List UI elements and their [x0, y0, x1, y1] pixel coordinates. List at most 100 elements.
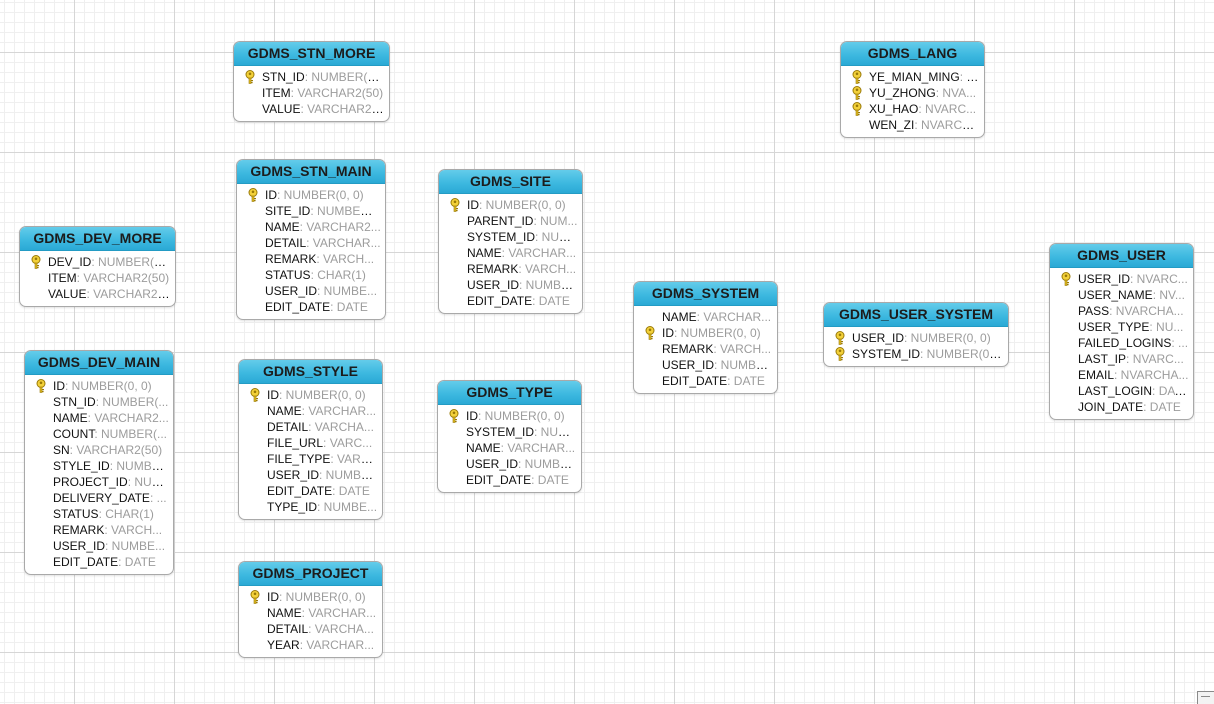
field-row[interactable]: STN_ID: NUMBER(0,...: [234, 69, 385, 85]
table-gdms-dev-main[interactable]: GDMS_DEV_MAIN ID: NUMBER(0, 0)STN_ID: NU…: [24, 350, 174, 575]
field-row[interactable]: PARENT_ID: NUM...: [439, 213, 578, 229]
field-row[interactable]: YE_MIAN_MING: N...: [841, 69, 980, 85]
field-row[interactable]: ID: NUMBER(0, 0): [239, 589, 378, 605]
field-row[interactable]: SN: VARCHAR2(50): [25, 442, 169, 458]
field-row[interactable]: VALUE: VARCHAR2(...: [20, 286, 171, 302]
field-row[interactable]: EDIT_DATE: DATE: [438, 472, 577, 488]
field-type: : NUMBER(...: [94, 427, 168, 441]
table-gdms-site[interactable]: GDMS_SITE ID: NUMBER(0, 0)PARENT_ID: NUM…: [438, 169, 583, 314]
field-row[interactable]: SITE_ID: NUMBER(...: [237, 203, 381, 219]
field-row[interactable]: NAME: VARCHAR...: [239, 403, 378, 419]
field-row[interactable]: USER_TYPE: NU...: [1050, 319, 1189, 335]
field-type: : NUMBE...: [317, 284, 378, 298]
table-gdms-stn-more[interactable]: GDMS_STN_MORE STN_ID: NUMBER(0,...ITEM: …: [233, 41, 390, 122]
field-row[interactable]: YU_ZHONG: NVA...: [841, 85, 980, 101]
field-row[interactable]: NAME: VARCHAR2...: [25, 410, 169, 426]
navigator-toggle[interactable]: [1197, 691, 1214, 704]
field-row[interactable]: ITEM: VARCHAR2(50): [234, 85, 385, 101]
field-row[interactable]: ITEM: VARCHAR2(50): [20, 270, 171, 286]
field-name: SYSTEM_ID: [466, 425, 535, 439]
field-row[interactable]: ID: NUMBER(0, 0): [634, 325, 773, 341]
field-row[interactable]: ID: NUMBER(0, 0): [438, 408, 577, 424]
field-row[interactable]: USER_ID: NVARC...: [1050, 271, 1189, 287]
field-row[interactable]: USER_ID: NUMBE...: [239, 467, 378, 483]
field-row[interactable]: PASS: NVARCHA...: [1050, 303, 1189, 319]
field-row[interactable]: FILE_TYPE: VARC...: [239, 451, 378, 467]
field-row[interactable]: FILE_URL: VARC...: [239, 435, 378, 451]
field-row[interactable]: USER_ID: NUMBE...: [438, 456, 577, 472]
field-name: EDIT_DATE: [53, 555, 119, 569]
field-name: USER_ID: [1078, 272, 1131, 286]
field-row[interactable]: LAST_IP: NVARC...: [1050, 351, 1189, 367]
field-row[interactable]: XU_HAO: NVARC...: [841, 101, 980, 117]
field-row[interactable]: USER_NAME: NV...: [1050, 287, 1189, 303]
field-row[interactable]: EDIT_DATE: DATE: [634, 373, 773, 389]
field-row[interactable]: DETAIL: VARCHA...: [239, 621, 378, 637]
field-row[interactable]: NAME: VARCHAR...: [439, 245, 578, 261]
field-row[interactable]: STATUS: CHAR(1): [237, 267, 381, 283]
field-row[interactable]: ID: NUMBER(0, 0): [25, 378, 169, 394]
field-name: ID: [662, 326, 674, 340]
field-row[interactable]: SYSTEM_ID: NUM...: [439, 229, 578, 245]
table-gdms-type[interactable]: GDMS_TYPE ID: NUMBER(0, 0)SYSTEM_ID: NUM…: [437, 380, 582, 493]
field-type: : VARCHA...: [308, 420, 374, 434]
field-type: : VARCHAR...: [696, 310, 772, 324]
field-row[interactable]: NAME: VARCHAR...: [438, 440, 577, 456]
field-row[interactable]: EDIT_DATE: DATE: [239, 483, 378, 499]
field-row[interactable]: STATUS: CHAR(1): [25, 506, 169, 522]
table-gdms-dev-more[interactable]: GDMS_DEV_MORE DEV_ID: NUMBER(0,...ITEM: …: [19, 226, 176, 307]
field-row[interactable]: DEV_ID: NUMBER(0,...: [20, 254, 171, 270]
field-row[interactable]: USER_ID: NUMBE...: [439, 277, 578, 293]
field-row[interactable]: SYSTEM_ID: NUM...: [438, 424, 577, 440]
field-row[interactable]: ID: NUMBER(0, 0): [237, 187, 381, 203]
field-row[interactable]: WEN_ZI: NVARCH...: [841, 117, 980, 133]
field-row[interactable]: EDIT_DATE: DATE: [25, 554, 169, 570]
table-gdms-lang[interactable]: GDMS_LANG YE_MIAN_MING: N...YU_ZHONG: NV…: [840, 41, 985, 138]
field-row[interactable]: REMARK: VARCH...: [439, 261, 578, 277]
field-row[interactable]: STYLE_ID: NUMBE...: [25, 458, 169, 474]
field-row[interactable]: DETAIL: VARCHA...: [239, 419, 378, 435]
field-name: COUNT: [53, 427, 95, 441]
field-name: NAME: [662, 310, 697, 324]
field-row[interactable]: PROJECT_ID: NUM...: [25, 474, 169, 490]
field-type: : NUM...: [535, 230, 578, 244]
field-row[interactable]: USER_ID: NUMBE...: [237, 283, 381, 299]
field-row[interactable]: REMARK: VARCH...: [634, 341, 773, 357]
field-name: ITEM: [262, 86, 291, 100]
table-gdms-stn-main[interactable]: GDMS_STN_MAIN ID: NUMBER(0, 0)SITE_ID: N…: [236, 159, 386, 320]
table-gdms-user[interactable]: GDMS_USER USER_ID: NVARC...USER_NAME: NV…: [1049, 243, 1194, 420]
field-row[interactable]: TYPE_ID: NUMBE...: [239, 499, 378, 515]
field-row[interactable]: NAME: VARCHAR...: [634, 309, 773, 325]
field-row[interactable]: USER_ID: NUMBE...: [634, 357, 773, 373]
field-row[interactable]: NAME: VARCHAR...: [239, 605, 378, 621]
table-title: GDMS_PROJECT: [239, 562, 382, 586]
field-row[interactable]: FAILED_LOGINS: ...: [1050, 335, 1189, 351]
primary-key-icon: [834, 331, 846, 345]
field-row[interactable]: DELIVERY_DATE: ...: [25, 490, 169, 506]
field-row[interactable]: YEAR: VARCHAR...: [239, 637, 378, 653]
field-row[interactable]: EDIT_DATE: DATE: [237, 299, 381, 315]
field-row[interactable]: NAME: VARCHAR2...: [237, 219, 381, 235]
table-gdms-style[interactable]: GDMS_STYLE ID: NUMBER(0, 0)NAME: VARCHAR…: [238, 359, 383, 520]
field-row[interactable]: ID: NUMBER(0, 0): [439, 197, 578, 213]
field-row[interactable]: ID: NUMBER(0, 0): [239, 387, 378, 403]
field-row[interactable]: REMARK: VARCH...: [25, 522, 169, 538]
field-row[interactable]: EMAIL: NVARCHA...: [1050, 367, 1189, 383]
field-row[interactable]: DETAIL: VARCHAR...: [237, 235, 381, 251]
table-gdms-user-system[interactable]: GDMS_USER_SYSTEM USER_ID: NUMBER(0, 0)SY…: [823, 302, 1009, 367]
field-row[interactable]: USER_ID: NUMBE...: [25, 538, 169, 554]
field-row[interactable]: EDIT_DATE: DATE: [439, 293, 578, 309]
field-row[interactable]: JOIN_DATE: DATE: [1050, 399, 1189, 415]
field-row[interactable]: COUNT: NUMBER(...: [25, 426, 169, 442]
table-gdms-system[interactable]: GDMS_SYSTEM NAME: VARCHAR...ID: NUMBER(0…: [633, 281, 778, 394]
field-type: : VARCHAR...: [301, 404, 377, 418]
table-gdms-project[interactable]: GDMS_PROJECT ID: NUMBER(0, 0)NAME: VARCH…: [238, 561, 383, 658]
field-row[interactable]: REMARK: VARCH...: [237, 251, 381, 267]
field-row[interactable]: VALUE: VARCHAR2(...: [234, 101, 385, 117]
field-row[interactable]: SYSTEM_ID: NUMBER(0, 0): [824, 346, 1004, 362]
field-row[interactable]: LAST_LOGIN: DATE: [1050, 383, 1189, 399]
field-row[interactable]: STN_ID: NUMBER(...: [25, 394, 169, 410]
field-row[interactable]: USER_ID: NUMBER(0, 0): [824, 330, 1004, 346]
field-type: : NUMBE...: [714, 358, 773, 372]
